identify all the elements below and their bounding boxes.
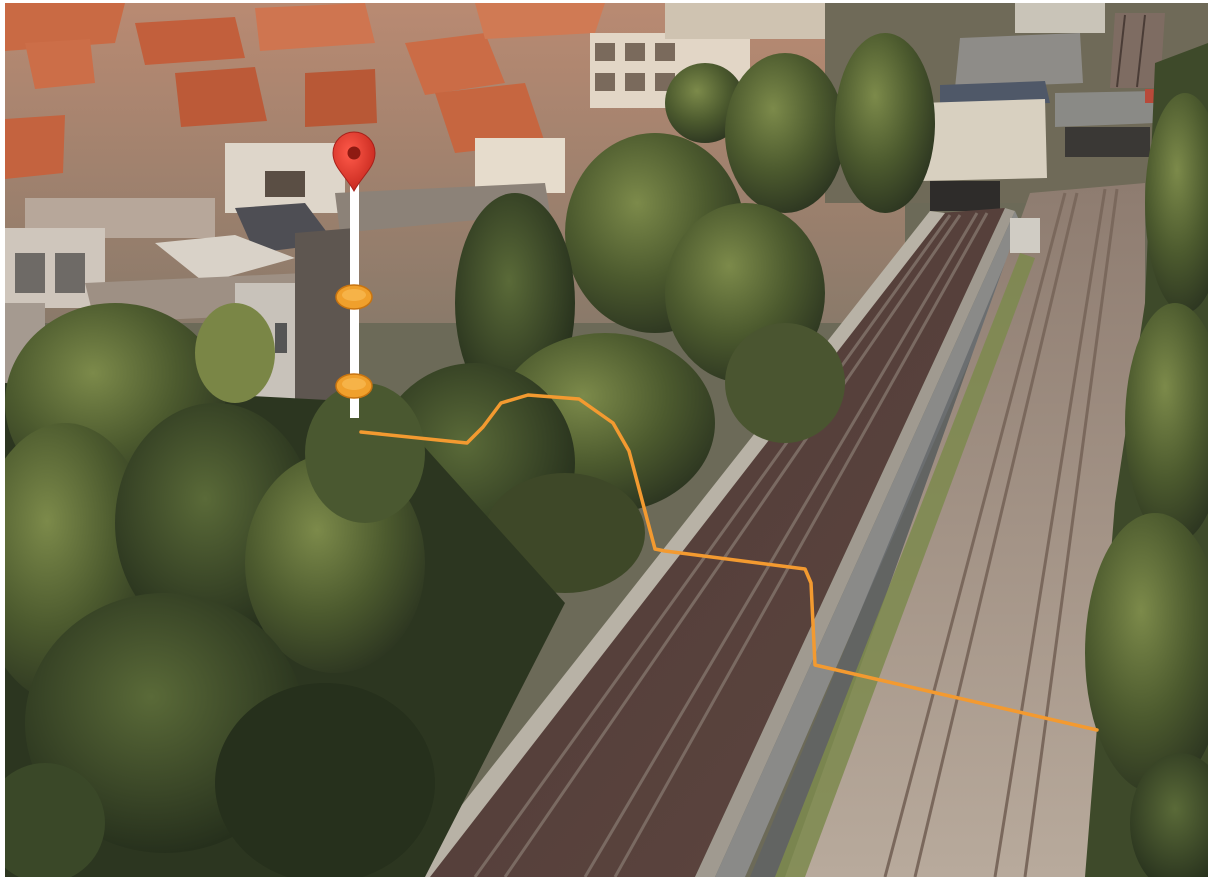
trees-left <box>5 303 565 877</box>
aerial-scene[interactable] <box>5 3 1208 877</box>
trees-center <box>375 33 935 593</box>
elevation-handle-icon[interactable] <box>335 284 373 310</box>
map-3d-view[interactable] <box>5 3 1208 877</box>
elevation-profile-path[interactable] <box>359 393 1099 732</box>
elevation-handle-icon[interactable] <box>335 373 373 399</box>
railway-right <box>775 183 1145 877</box>
map-pin-icon[interactable] <box>332 131 376 193</box>
trees-right <box>1085 43 1208 877</box>
